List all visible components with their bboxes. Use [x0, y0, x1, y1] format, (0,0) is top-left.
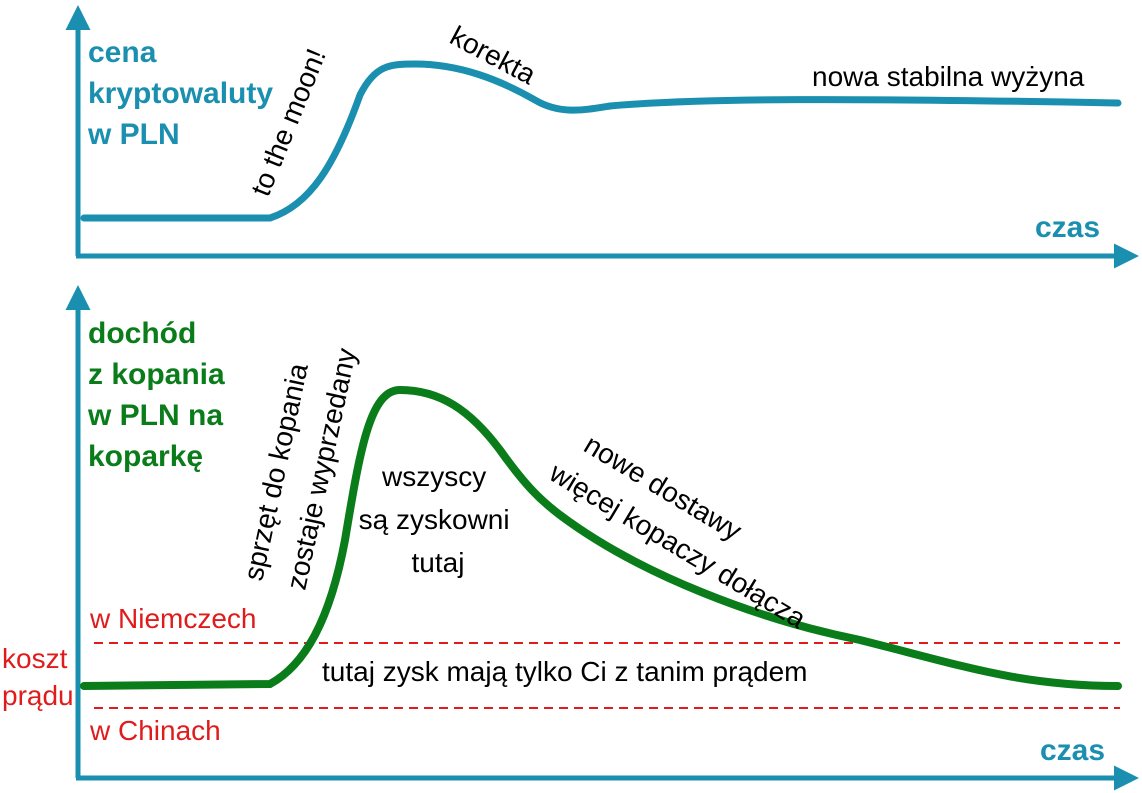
annotation-plateau: nowa stabilna wyżyna [812, 61, 1085, 92]
bottom-ylabel: dochód z kopania w PLN na koparkę [87, 317, 233, 473]
price-curve [80, 60, 1122, 222]
top-panel: cena kryptowaluty w PLN czas to the moon… [65, 5, 1139, 269]
cost-label: koszt prądu [2, 643, 75, 711]
top-ylabel: cena kryptowaluty w PLN [87, 36, 281, 151]
cost-line-germany-label: w Niemczech [89, 603, 256, 634]
annotation-everyone-profitable: wszyscy są zyskowni tutaj [359, 461, 518, 578]
annotation-new-deliveries: nowe dostawy więcej kopaczy dołącza [544, 420, 834, 634]
cost-line-china-label: w Chinach [89, 715, 221, 746]
bottom-xlabel: czas [1040, 734, 1105, 767]
top-xlabel: czas [1035, 211, 1100, 244]
income-curve [80, 385, 1122, 690]
annotation-cheap-power: tutaj zysk mają tylko Ci z tanim prądem [322, 656, 808, 687]
bottom-panel: dochód z kopania w PLN na koparkę czas s… [2, 285, 1139, 791]
